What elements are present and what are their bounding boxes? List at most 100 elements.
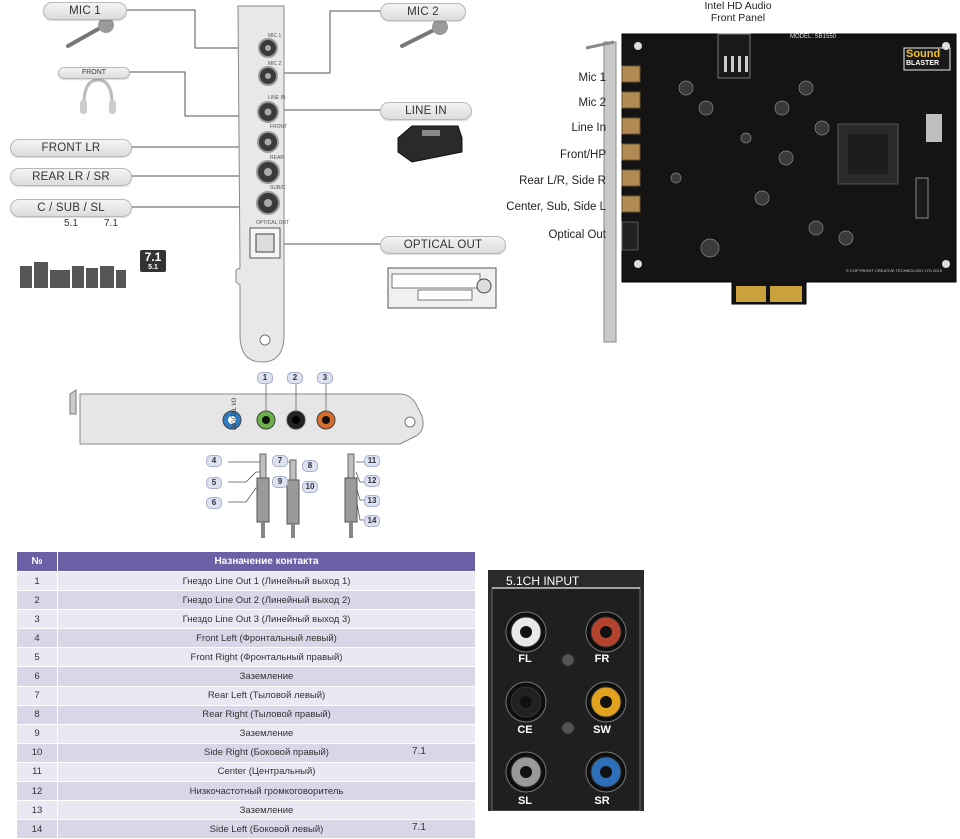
plug-badge-12: 12	[364, 475, 380, 487]
rca-jack-hole	[600, 696, 612, 708]
pin-table-header-desc: Назначение контакта	[57, 551, 476, 572]
pin-table-row: 1 Гнездо Line Out 1 (Линейный выход 1)	[16, 570, 476, 592]
pin-description-cell: Гнездо Line Out 3 (Линейный выход 3)	[57, 609, 476, 630]
pin-description-cell: Заземление	[57, 723, 476, 744]
plug-badge-4: 4	[206, 455, 222, 467]
plate-badge-3: 3	[317, 372, 333, 384]
bracket-label-front: FRONT	[270, 124, 288, 130]
label-line-in: LINE IN	[380, 102, 472, 120]
pin-description-text: Заземление	[239, 804, 294, 816]
input-panel-label-sl: SL	[517, 795, 533, 807]
pin-description-cell: Заземление	[57, 666, 476, 687]
pin-description-text: Front Left (Фронтальный левый)	[196, 632, 337, 644]
pin-description-cell: Front Left (Фронтальный левый)	[57, 628, 476, 649]
pin-number-cell: 2	[16, 590, 58, 611]
sound-card-photo	[586, 33, 957, 343]
pin-description-text: Заземление	[239, 728, 294, 740]
badge-71: 7.1 5.1	[140, 250, 166, 272]
pin-number-cell: 12	[16, 781, 58, 802]
digital-io-label: DIGITAL I/O	[232, 397, 238, 430]
pin-description-cell: Rear Left (Тыловой левый)	[57, 685, 476, 706]
rca-jack-hole	[520, 696, 532, 708]
card-model: MODEL: SB1550	[790, 34, 837, 40]
card-brand-blaster: BLASTER	[906, 60, 940, 67]
bracket-plate-diagram	[69, 382, 424, 538]
label-mic2: MIC 2	[380, 3, 466, 21]
label-c-sub-sl: C / SUB / SL	[10, 199, 132, 217]
card-port-center: Center, Sub, Side L	[506, 201, 606, 213]
pin-table-row: 6 Заземление	[16, 666, 476, 687]
plug-badge-5: 5	[206, 477, 222, 489]
pin-table-row: 2 Гнездо Line Out 2 (Линейный выход 2)	[16, 590, 476, 611]
top-diagram-lines	[20, 5, 497, 363]
label-rear-lr-sr: REAR LR / SR	[10, 168, 132, 186]
pin-description-cell: Side Left (Боковой левый) 7.1	[57, 819, 476, 839]
plate-badge-1: 1	[257, 372, 273, 384]
pin-table: № Назначение контакта 1 Гнездо Line Out 1…	[16, 551, 476, 839]
pin-number-cell: 4	[16, 628, 58, 649]
card-port-mic2: Mic 2	[578, 97, 606, 109]
pin-description-text: Низкочастотный громкоговоритель	[189, 785, 344, 797]
pin-table-row: 4 Front Left (Фронтальный левый)	[16, 628, 476, 649]
rca-jack-hole	[520, 766, 532, 778]
pin-description-cell: Гнездо Line Out 2 (Линейный выход 2)	[57, 590, 476, 611]
plug-badge-10: 10	[302, 481, 318, 493]
plug-badge-6: 6	[206, 497, 222, 509]
card-port-front-hp: Front/HP	[559, 149, 606, 161]
pin-description-text: Side Right (Боковой правый)	[204, 747, 329, 759]
bracket-label-rear: REAR	[270, 155, 284, 161]
pin-number-cell: 8	[16, 704, 58, 725]
pin-description-cell: Rear Right (Тыловой правый)	[57, 704, 476, 725]
rca-jack-hole	[600, 766, 612, 778]
plate-badge-2: 2	[287, 372, 303, 384]
pin-description-text: Rear Left (Тыловой левый)	[207, 690, 326, 702]
pin-number-cell: 1	[16, 570, 58, 592]
pin-description-text: Гнездо Line Out 2 (Линейный выход 2)	[182, 594, 351, 606]
pin-table-header: № Назначение контакта	[16, 551, 476, 572]
input-panel-label-sr: SR	[594, 795, 610, 807]
pin-number-cell: 7	[16, 685, 58, 706]
rca-jack-hole	[600, 626, 612, 638]
label-mic1: MIC 1	[43, 2, 127, 20]
pin-number-cell: 13	[16, 800, 58, 821]
pin-description-text: Гнездо Line Out 3 (Линейный выход 3)	[182, 613, 351, 625]
pin-description-text: Side Left (Боковой левый)	[209, 823, 324, 835]
pin-description-text: Center (Центральный)	[217, 766, 316, 778]
input-panel-label-fl: FL	[518, 653, 532, 665]
bracket-label-line-in: LINE IN	[268, 95, 286, 101]
sub-label-51: 5.1	[64, 218, 78, 229]
pin-description-text: Заземление	[239, 671, 294, 683]
pin-table-header-num: №	[16, 551, 58, 572]
card-title-line2: Front Panel	[710, 12, 766, 24]
pin-description-cell: Гнездо Line Out 1 (Линейный выход 1)	[57, 570, 476, 592]
pin-number-cell: 6	[16, 666, 58, 687]
pin-note-71: 7.1	[412, 822, 426, 834]
input-panel-label-sw: SW	[593, 724, 611, 736]
bracket-label-mic1: MIC 1	[268, 33, 282, 39]
pin-table-row: 13 Заземление	[16, 800, 476, 821]
rca-jack-hole	[520, 626, 532, 638]
card-brand-sound: Sound	[906, 48, 941, 60]
input-panel-title: 5.1CH INPUT	[506, 574, 580, 588]
pin-number-cell: 3	[16, 609, 58, 630]
input-panel-label-ce: CE	[517, 724, 533, 736]
card-title: Intel HD Audio Front Panel	[658, 0, 818, 24]
badge-71-main: 7.1	[144, 250, 162, 264]
badge-71-sub: 5.1	[148, 264, 158, 271]
plug-badge-14: 14	[364, 515, 380, 527]
pin-description-text: Гнездо Line Out 1 (Линейный выход 1)	[182, 575, 351, 587]
bracket-label-optical: OPTICAL OUT	[256, 220, 290, 226]
card-title-line1: Intel HD Audio	[704, 0, 772, 12]
card-copyright: © COPYRIGHT CREATIVE TECHNOLOGY LTD 2015	[846, 268, 942, 273]
card-port-optical: Optical Out	[548, 229, 606, 241]
pin-table-row: 3 Гнездо Line Out 3 (Линейный выход 3)	[16, 609, 476, 630]
plug-badge-13: 13	[364, 495, 380, 507]
pin-description-cell: Side Right (Боковой правый)7.1	[57, 742, 476, 763]
pin-number-cell: 10	[16, 742, 58, 763]
